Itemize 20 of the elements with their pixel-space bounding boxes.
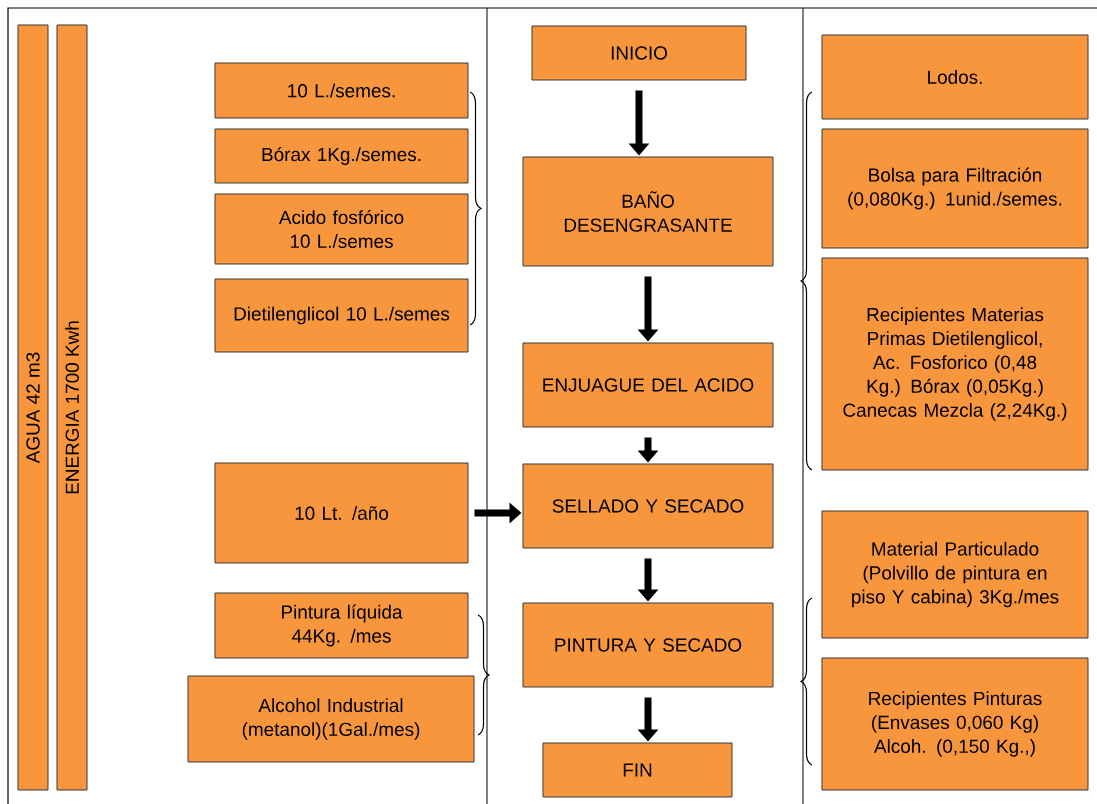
resource-bar: ENERGIA 1700 Kwh — [56, 24, 88, 791]
process-box: Recipientes Materias Primas Dietilenglicol, Ac. Fosforico (0,48 Kg.) Bórax (0,05Kg.) Canecas Mezcla (2,24Kg.) — [821, 257, 1089, 471]
process-box: Lodos. — [821, 34, 1089, 120]
process-box: Dietilenglicol 10 L./semes — [214, 278, 469, 353]
resource-bar: AGUA 42 m3 — [17, 24, 49, 791]
process-box: BAÑO DESENGRASANTE — [522, 156, 774, 267]
process-box: Acido fosfórico 10 L./semes — [214, 193, 469, 265]
process-box: PINTURA Y SECADO — [522, 602, 774, 688]
process-box: Alcohol Industrial (metanol)(1Gal./mes) — [187, 675, 475, 763]
process-box: FIN — [542, 742, 733, 798]
process-box: Bolsa para Filtración (0,080Kg.) 1unid./semes. — [821, 128, 1089, 249]
process-box: 10 L./semes. — [214, 62, 469, 119]
process-box: 10 Lt. /año — [214, 462, 469, 564]
process-box: SELLADO Y SECADO — [522, 463, 774, 549]
process-box: Pintura líquida 44Kg. /mes — [214, 592, 469, 659]
process-box: Bórax 1Kg./semes. — [214, 128, 469, 184]
process-box: Material Particulado (Polvillo de pintura en piso Y cabina) 3Kg./mes — [821, 510, 1089, 639]
process-box: ENJUAGUE DEL ACIDO — [522, 342, 774, 428]
process-box: INICIO — [531, 25, 747, 81]
process-box: Recipientes Pinturas (Envases 0,060 Kg) Alcoh. (0,150 Kg.,) — [821, 657, 1089, 791]
